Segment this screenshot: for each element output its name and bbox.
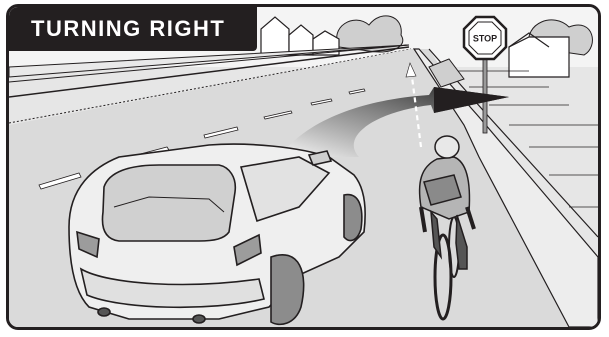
sight-line	[409, 68, 423, 148]
turn-arrow-head	[434, 87, 509, 113]
illustration-frame: STOP	[6, 4, 601, 330]
sight-line-arrow	[405, 62, 417, 78]
title-badge: TURNING RIGHT	[9, 7, 257, 51]
car	[68, 143, 366, 326]
dotted-line	[9, 48, 412, 124]
curb	[412, 48, 598, 327]
verge	[9, 44, 410, 78]
side-road	[428, 58, 465, 88]
stop-sign-text: STOP	[473, 34, 497, 44]
houses-left	[260, 16, 340, 56]
sidewalk-slabs	[454, 70, 598, 208]
road-edge-line	[9, 46, 410, 98]
title-text: TURNING RIGHT	[31, 16, 226, 41]
stop-sign: STOP	[462, 15, 508, 61]
verge-line	[9, 44, 410, 83]
house-right	[508, 32, 570, 78]
cyclist	[418, 135, 476, 321]
road-scene: STOP	[9, 7, 598, 327]
